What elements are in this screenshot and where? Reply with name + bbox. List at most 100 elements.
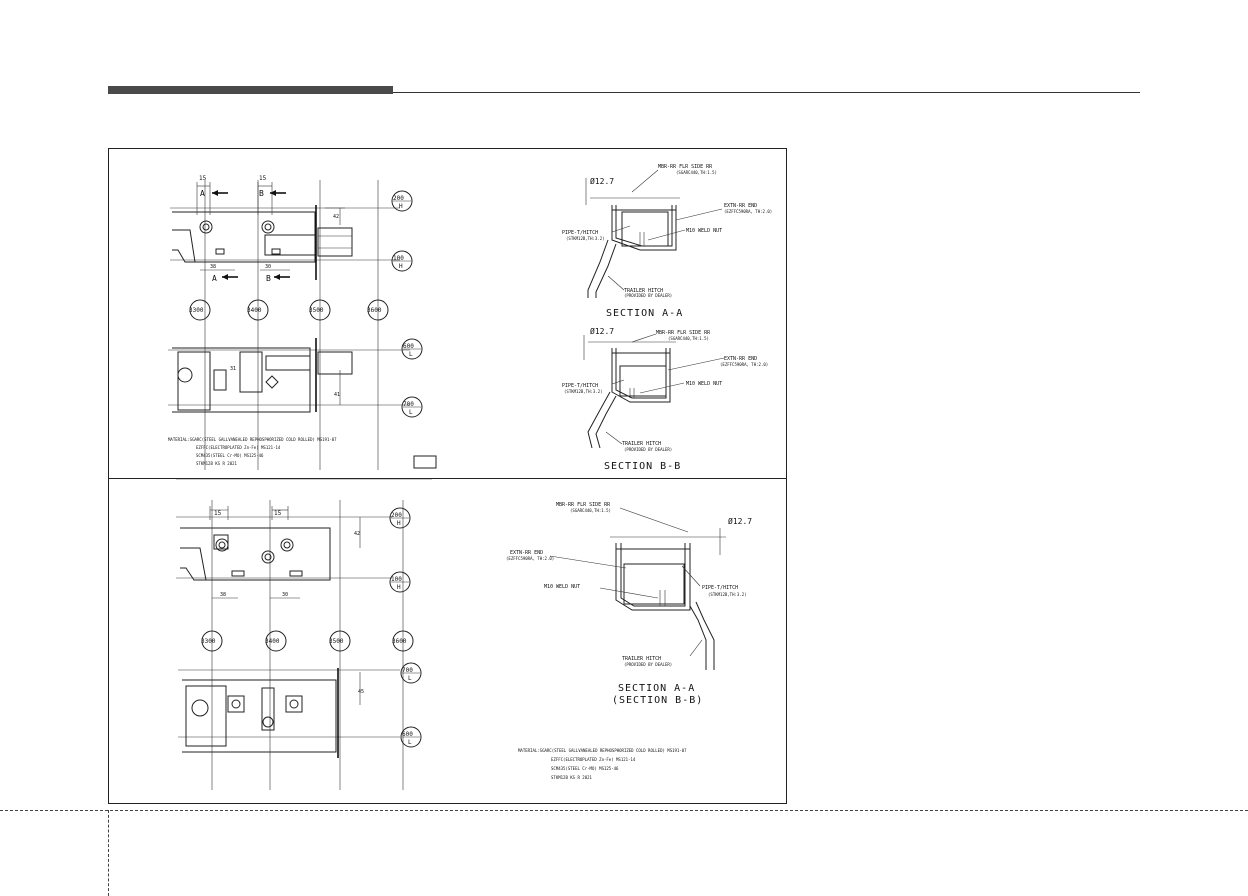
material-note: MATERIAL:SGARC(STEEL GALLVANEALED REPHOS… <box>518 748 687 753</box>
callout-sub: (SGARC440,TH:1.5) <box>668 336 709 341</box>
grid-bubble-num: 200 <box>393 195 404 202</box>
callout-label: EXTN-RR END <box>724 203 757 209</box>
lower-plan-view: 15 15 42 38 30 200 H 100 H 3300 3400 350… <box>176 500 414 790</box>
callout-sub: (STKM12B,TH:3.2) <box>708 592 747 597</box>
x-bubble: 3300 <box>189 307 204 314</box>
dim-label: 30 <box>265 264 271 270</box>
material-note: MATERIAL:SGARC(STEEL GALLVANEALED REPHOS… <box>168 437 337 442</box>
section-mark: B <box>266 274 271 283</box>
callout-label: EXTN-RR END <box>724 356 757 362</box>
callout-label: TRAILER HITCH <box>622 441 661 447</box>
section-title: SECTION A-A <box>618 683 695 694</box>
dim-label: 42 <box>354 531 360 537</box>
grid-bubble-letter: L <box>408 675 412 682</box>
callout-label: M10 WELD NUT <box>686 228 722 234</box>
lower-side-view: 45 700 L 600 L <box>178 662 422 758</box>
upper-section-aa: Ø12.7 MBR-RR FLR SIDE RR (SGARC440,TH:1.… <box>562 164 772 319</box>
header-rule <box>393 92 1140 93</box>
callout-sub: (PROVIDED BY DEALER) <box>624 447 672 452</box>
dim-label: 41 <box>334 392 340 398</box>
dim-label: 38 <box>220 592 226 598</box>
callout-label: TRAILER HITCH <box>622 656 661 662</box>
x-bubble: 3400 <box>265 638 280 645</box>
drawing-frame <box>108 148 787 804</box>
callout-label: TRAILER HITCH <box>624 288 663 294</box>
lower-material-notes: MATERIAL:SGARC(STEEL GALLVANEALED REPHOS… <box>518 748 687 780</box>
grid-bubble-letter: H <box>399 263 403 270</box>
material-note: STKM12B KS R 2021 <box>196 461 238 466</box>
material-note: EZFFC(ELECTROPLATED Zn-Fe) MS121-14 <box>196 445 281 450</box>
grid-bubble-letter: H <box>399 203 403 210</box>
callout-sub: (SGARC440,TH:1.5) <box>570 508 611 513</box>
dim-label: 45 <box>358 689 364 695</box>
grid-bubble-num: 700 <box>403 401 414 408</box>
callout-label: EXTN-RR END <box>510 550 543 556</box>
revision-box <box>413 455 437 469</box>
header-accent-bar <box>108 86 393 94</box>
section-mark: A <box>200 189 205 198</box>
x-bubble: 3500 <box>329 638 344 645</box>
dim-label: 15 <box>259 175 267 182</box>
section-mark: B <box>259 189 264 198</box>
dim-label: 15 <box>199 175 207 182</box>
grid-bubble-num: 700 <box>402 667 413 674</box>
x-bubble: 3500 <box>309 307 324 314</box>
callout-sub: (EZFFC590RA, TH:2.0) <box>720 362 768 367</box>
dim-label: 15 <box>274 510 282 517</box>
callout-sub: (SGARC440,TH:1.5) <box>676 170 717 175</box>
grid-bubble-num: 600 <box>402 731 413 738</box>
upper-side-view: 31 41 600 L 700 L <box>168 338 423 418</box>
section-subtitle: (SECTION B-B) <box>612 695 703 706</box>
grid-bubble-letter: H <box>397 584 401 591</box>
grid-bubble-num: 100 <box>393 255 404 262</box>
cut-line-vertical <box>108 810 109 896</box>
dim-label: 30 <box>282 592 288 598</box>
diameter-label: Ø12.7 <box>728 516 752 526</box>
callout-sub: (EZFFC590RA, TH:2.0) <box>506 556 554 561</box>
cut-line-horizontal <box>0 810 1248 811</box>
callout-sub: (PROVIDED BY DEALER) <box>624 293 672 298</box>
dim-label: 38 <box>210 264 216 270</box>
callout-sub: (EZFFC590RA, TH:2.0) <box>724 209 772 214</box>
material-note: EZFFC(ELECTROPLATED Zn-Fe) MS121-14 <box>551 757 636 762</box>
lower-section: Ø12.7 MBR-RR FLR SIDE RR (SGARC440,TH:1.… <box>506 502 752 706</box>
grid-bubble-num: 200 <box>391 512 402 519</box>
diameter-label: Ø12.7 <box>590 326 614 336</box>
material-note: STKM12B KS R 2021 <box>551 775 593 780</box>
callout-sub: (PROVIDED BY DEALER) <box>624 662 672 667</box>
grid-bubble-letter: L <box>409 351 413 358</box>
material-note: SCM435(STEEL Cr-MO) MS125-46 <box>196 453 264 458</box>
callout-label: MBR-RR FLR SIDE RR <box>658 164 713 170</box>
grid-bubble-num: 100 <box>391 576 402 583</box>
x-bubble: 3300 <box>201 638 216 645</box>
dim-label: 31 <box>230 366 236 372</box>
diameter-label: Ø12.7 <box>590 176 614 186</box>
section-title: SECTION B-B <box>604 461 681 472</box>
section-title: SECTION A-A <box>606 308 683 319</box>
x-bubble: 3600 <box>392 638 407 645</box>
callout-label: M10 WELD NUT <box>686 381 722 387</box>
frame-divider <box>109 478 786 479</box>
material-note: SCM435(STEEL Cr-MO) MS125-46 <box>551 766 619 771</box>
callout-sub: (STKM12B,TH:3.2) <box>564 389 603 394</box>
x-bubble: 3400 <box>247 307 262 314</box>
callout-label: M10 WELD NUT <box>544 584 580 590</box>
callout-label: MBR-RR FLR SIDE RR <box>656 330 711 336</box>
callout-label: MBR-RR FLR SIDE RR <box>556 502 611 508</box>
dim-label: 42 <box>333 214 339 220</box>
grid-bubble-letter: H <box>397 520 401 527</box>
grid-bubble-num: 600 <box>403 343 414 350</box>
upper-plan-view: 15 15 42 38 30 A B A B 200 H 100 H 3300 … <box>170 175 413 470</box>
callout-label: PIPE-T/HITCH <box>562 383 598 389</box>
section-mark: A <box>212 274 217 283</box>
grid-bubble-letter: L <box>408 739 412 746</box>
callout-label: PIPE-T/HITCH <box>562 230 598 236</box>
callout-sub: (STKM12B,TH:3.2) <box>566 236 605 241</box>
dim-label: 15 <box>214 510 222 517</box>
upper-material-notes: MATERIAL:SGARC(STEEL GALLVANEALED REPHOS… <box>168 437 437 480</box>
callout-label: PIPE-T/HITCH <box>702 585 738 591</box>
grid-bubble-letter: L <box>409 409 413 416</box>
x-bubble: 3600 <box>367 307 382 314</box>
upper-section-bb: Ø12.7 MBR-RR FLR SIDE RR (SGARC440,TH:1.… <box>562 326 768 472</box>
